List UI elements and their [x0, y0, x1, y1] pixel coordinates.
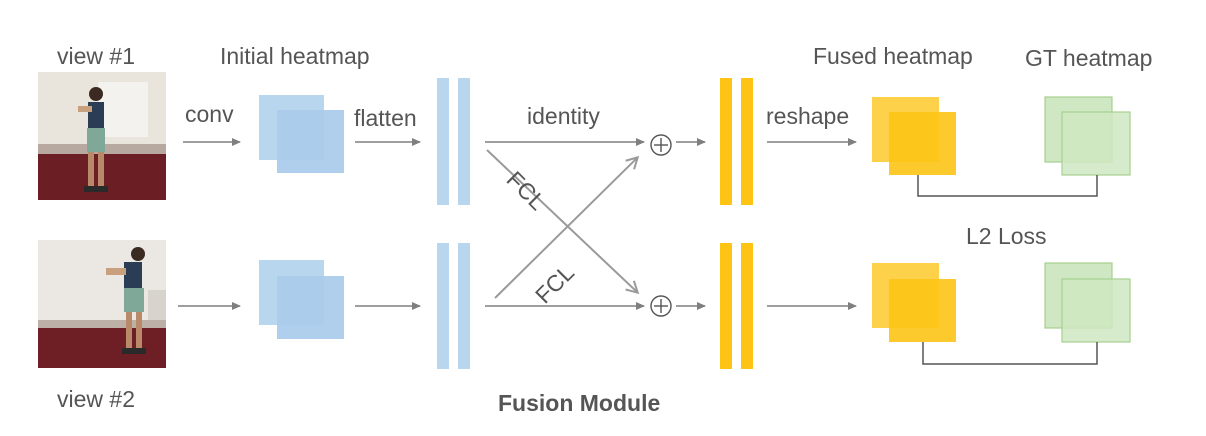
fused-heatmap-bottom-front — [889, 279, 956, 342]
reshape-label: reshape — [766, 103, 850, 129]
initial-heatmap-top-front — [277, 110, 344, 173]
view1-photo — [38, 72, 166, 200]
initial-heatmap-label: Initial heatmap — [220, 43, 370, 69]
flat-bar-top-1 — [437, 78, 449, 205]
fused-bar-top-1 — [720, 78, 732, 205]
fused-heatmap-label: Fused heatmap — [813, 43, 973, 69]
gt-heatmap-bottom-front — [1061, 278, 1131, 343]
view2-label: view #2 — [57, 386, 135, 412]
fusion-module-label: Fusion Module — [498, 390, 661, 416]
view1-label: view #1 — [57, 43, 135, 69]
fused-bar-top-2 — [741, 78, 753, 205]
conv-label: conv — [185, 101, 234, 127]
l2-connector-top — [917, 175, 1098, 197]
identity-label: identity — [527, 103, 600, 129]
gt-heatmap-label: GT heatmap — [1025, 45, 1153, 71]
flat-bar-bottom-1 — [437, 243, 449, 369]
arrow-fcl-up — [494, 158, 637, 299]
l2-connector-bottom — [922, 342, 1098, 365]
fused-bar-bottom-1 — [720, 243, 732, 369]
flat-bar-top-2 — [458, 78, 470, 205]
gt-heatmap-top-front — [1061, 111, 1131, 176]
initial-heatmap-bottom-front — [277, 276, 344, 339]
view2-photo — [38, 240, 166, 368]
fused-heatmap-top-front — [889, 112, 956, 175]
l2-loss-label: L2 Loss — [966, 223, 1047, 249]
arrow-fcl-down — [486, 149, 637, 292]
flatten-label: flatten — [354, 105, 417, 131]
flat-bar-bottom-2 — [458, 243, 470, 369]
fused-bar-bottom-2 — [741, 243, 753, 369]
